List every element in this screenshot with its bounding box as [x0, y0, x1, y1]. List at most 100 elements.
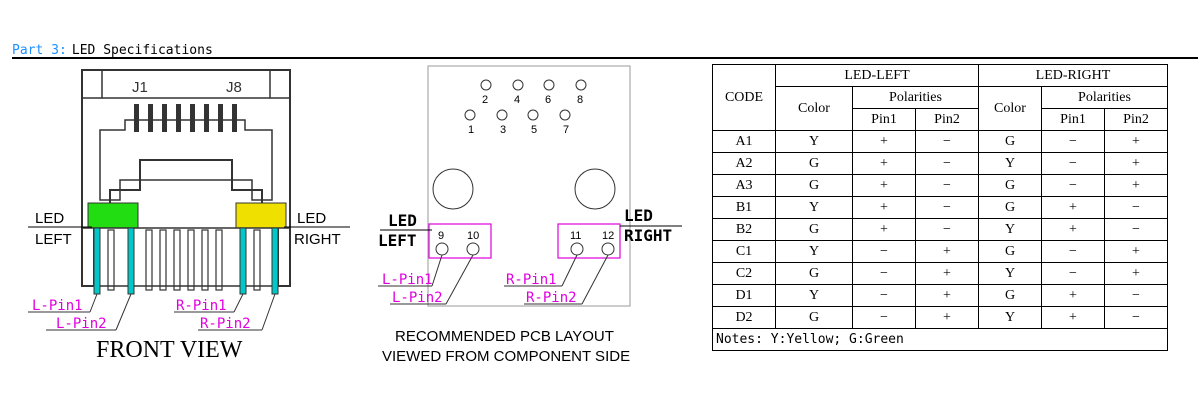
front-l-pin1-label: L-Pin1	[32, 298, 83, 314]
right-pin2-header: Pin2	[1104, 108, 1168, 131]
signal-pins	[107, 229, 261, 291]
j8-label: J8	[226, 79, 242, 96]
code-cell: B1	[712, 196, 776, 219]
mounting-hole-right	[574, 168, 616, 210]
table-cell: G	[978, 284, 1042, 307]
table-cell: Y	[978, 306, 1042, 329]
table-cell: +	[852, 152, 916, 175]
r-pin1	[239, 227, 247, 295]
pcb-r-pin2-label: R-Pin2	[526, 290, 577, 306]
left-pin2-header: Pin2	[915, 108, 979, 131]
table-cell: G	[978, 240, 1042, 263]
pcb-caption-line1: RECOMMENDED PCB LAYOUT	[395, 328, 614, 345]
table-cell: +	[1104, 130, 1168, 153]
contact-fingers	[134, 104, 237, 132]
table-notes: Notes: Y:Yellow; G:Green	[712, 328, 1168, 351]
jack-base	[81, 227, 291, 287]
pcb-outline	[427, 65, 631, 307]
pcb-l-pin2-label: L-Pin2	[392, 290, 443, 306]
table-cell: +	[915, 262, 979, 285]
pin-4: 4	[514, 94, 520, 106]
led-right-header: LED-RIGHT	[978, 64, 1168, 87]
table-cell: Y	[978, 152, 1042, 175]
code-header: CODE	[712, 64, 776, 131]
code-cell: D2	[712, 306, 776, 329]
pcb-led-right-label-1: LED	[624, 206, 653, 225]
table-cell: G	[775, 152, 853, 175]
table-cell: +	[1104, 152, 1168, 175]
front-l-pin2-label: L-Pin2	[56, 316, 107, 332]
pad-9	[435, 242, 449, 256]
table-cell: −	[1041, 174, 1105, 197]
table-cell: −	[915, 130, 979, 153]
code-cell: C2	[712, 262, 776, 285]
table-cell: −	[1104, 196, 1168, 219]
table-cell: +	[1041, 306, 1105, 329]
right-led	[235, 202, 287, 229]
jack-housing	[81, 69, 291, 287]
port-opening	[99, 119, 273, 201]
table-cell: +	[852, 218, 916, 241]
table-cell: −	[852, 240, 916, 263]
table-cell: −	[1104, 306, 1168, 329]
led-right-label-2: RIGHT	[294, 231, 341, 248]
pin-2: 2	[482, 94, 488, 106]
table-cell: Y	[775, 196, 853, 219]
table-cell: Y	[775, 130, 853, 153]
pin-1: 1	[468, 124, 474, 136]
table-cell: +	[915, 306, 979, 329]
j1-label: J1	[132, 79, 148, 96]
housing-tab-left	[81, 69, 103, 99]
left-color-header: Color	[775, 86, 853, 131]
left-led-pad-box	[428, 223, 492, 259]
table-cell: Y	[978, 218, 1042, 241]
table-cell: −	[915, 152, 979, 175]
table-cell: Y	[978, 262, 1042, 285]
table-cell: +	[1104, 262, 1168, 285]
pad-12	[601, 242, 615, 256]
pin-7: 7	[563, 124, 569, 136]
table-cell: −	[1041, 152, 1105, 175]
table-cell: G	[775, 218, 853, 241]
table-cell: +	[852, 174, 916, 197]
signal-holes-top	[464, 79, 587, 121]
led-left-header: LED-LEFT	[775, 64, 979, 87]
pin-8: 8	[577, 94, 583, 106]
table-cell: +	[1041, 218, 1105, 241]
front-view-diagram: J1 J8 LED LEFT LED RIGHT L-Pin1 L-Pin2 R…	[28, 69, 350, 360]
right-polarities-header: Polarities	[1041, 86, 1168, 109]
table-cell: +	[1104, 240, 1168, 263]
pcb-led-left-label-1: LED	[388, 211, 417, 230]
table-cell: G	[775, 262, 853, 285]
table-cell: +	[915, 284, 979, 307]
right-led-pad-box	[557, 223, 621, 259]
led-right-label-1: LED	[297, 210, 326, 227]
pin-6: 6	[545, 94, 551, 106]
left-pin1-header: Pin1	[852, 108, 916, 131]
left-polarities-header: Polarities	[852, 86, 979, 109]
pcb-layout-diagram: 2 4 6 8 1 3 5 7 9 10 11 12 LED LEFT LED …	[378, 65, 682, 365]
pcb-l-pin1-label: L-Pin1	[382, 272, 433, 288]
mounting-hole-left	[432, 168, 474, 210]
pad-11-label: 11	[570, 230, 581, 242]
front-view-caption: FRONT VIEW	[96, 337, 243, 360]
table-cell: −	[1041, 130, 1105, 153]
pcb-led-left-label-2: LEFT	[378, 231, 417, 250]
pad-12-label: 12	[602, 230, 614, 242]
led-spec-table: CODE LED-LEFT LED-RIGHT Color Polarities…	[712, 64, 1168, 351]
front-r-pin1-label: R-Pin1	[176, 298, 227, 314]
section-number: Part 3:	[12, 43, 67, 58]
code-cell: A3	[712, 174, 776, 197]
table-cell: G	[978, 196, 1042, 219]
code-cell: C1	[712, 240, 776, 263]
table-cell: G	[978, 174, 1042, 197]
table-cell: +	[1041, 196, 1105, 219]
table-cell: −	[852, 284, 916, 307]
